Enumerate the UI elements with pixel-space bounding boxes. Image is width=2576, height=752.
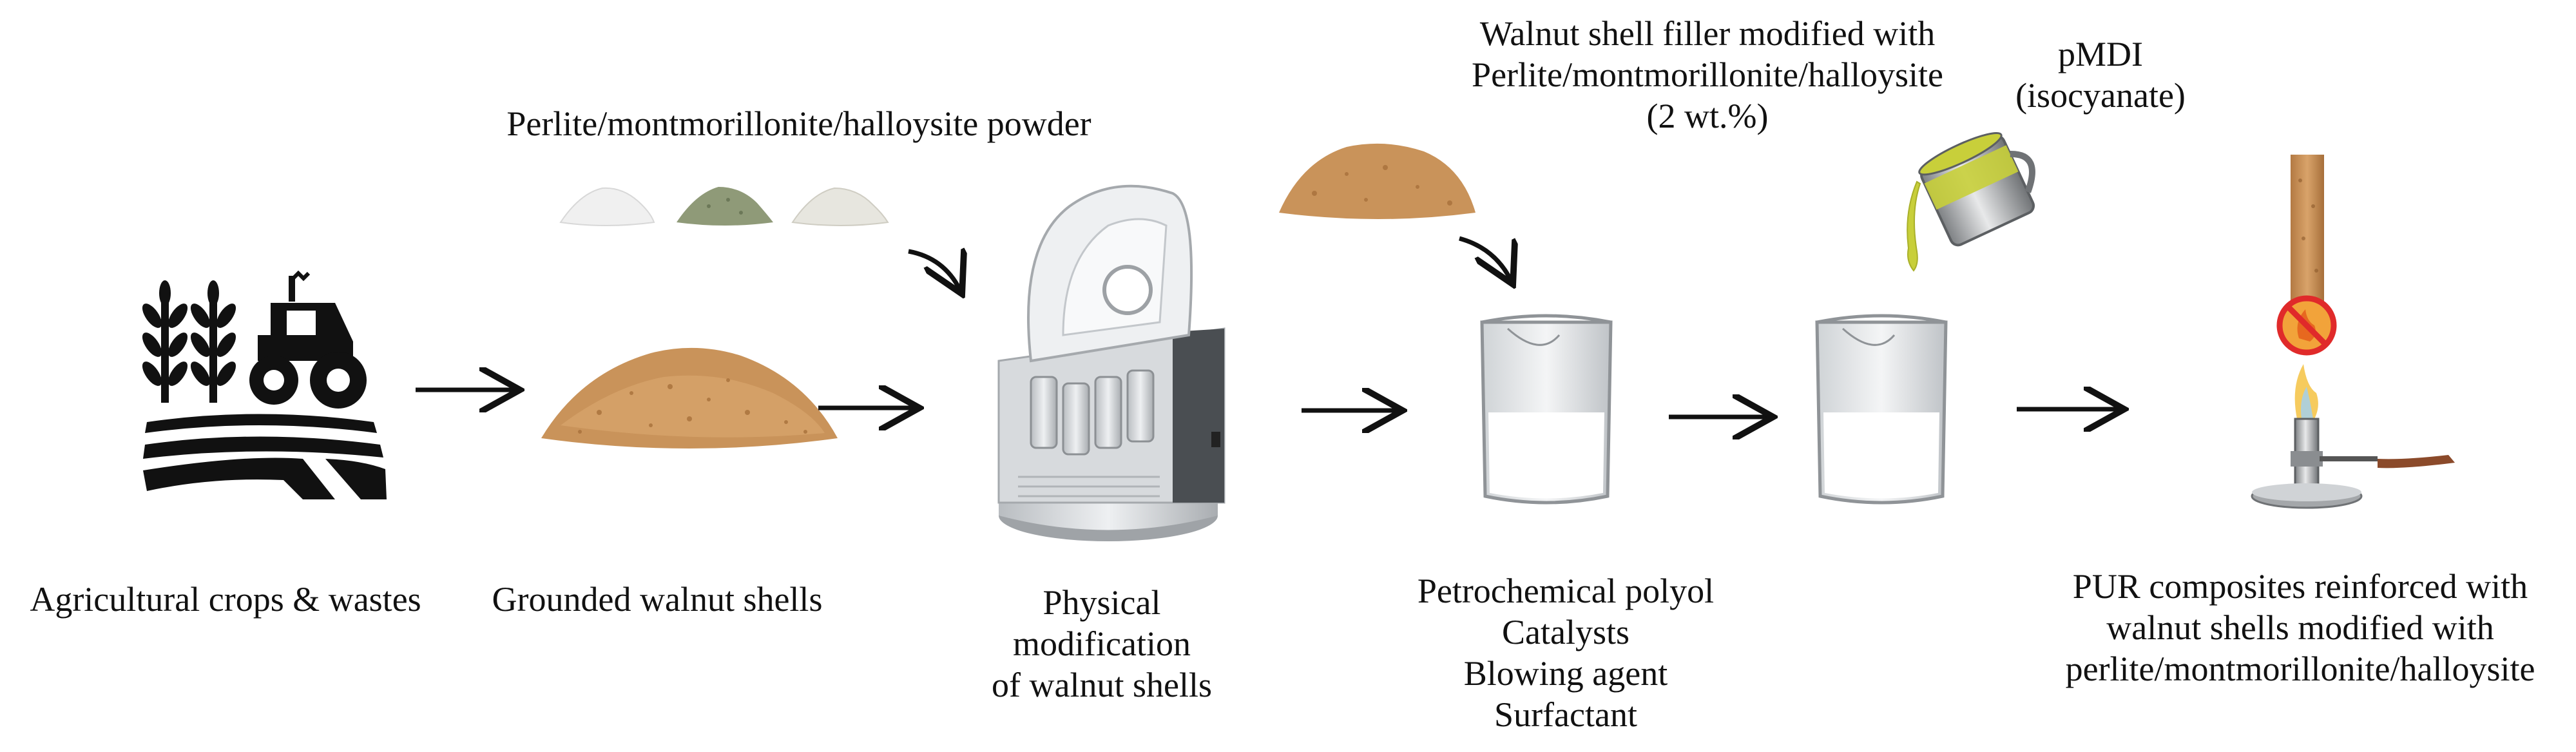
perlite-powder-pile	[559, 187, 655, 226]
walnut-shell-pile	[541, 347, 838, 448]
arrow-filler-to-beaker	[1459, 236, 1511, 280]
wheat-icon	[142, 280, 188, 403]
label-composites: PUR composites reinforced with walnut sh…	[2065, 567, 2535, 688]
beaker-polyol	[1480, 314, 1613, 505]
isocyanate-stream	[1907, 180, 1921, 272]
isocyanate-pouring-cup	[1907, 131, 2035, 272]
halloysite-powder-pile	[791, 187, 889, 226]
tractor-icon	[249, 270, 367, 409]
label-isocyanate: pMDI (isocyanate)	[2015, 35, 2186, 115]
label-physical: Physical modification of walnut shells	[992, 583, 1212, 704]
modified-filler-pile	[1279, 143, 1475, 219]
bunsen-burner-icon	[2251, 418, 2455, 509]
flammability-test-icon	[2251, 155, 2455, 509]
agriculture-icon	[142, 270, 387, 499]
field-icon	[143, 414, 387, 499]
no-fire-icon	[2276, 295, 2337, 356]
montmorillonite-powder-pile	[677, 187, 773, 226]
ball-mill-icon	[997, 184, 1226, 541]
beaker-mixture	[1815, 314, 1948, 505]
flow-arrows	[416, 236, 2120, 417]
powder-samples	[559, 187, 889, 226]
wheat-icon	[190, 280, 236, 403]
arrow-powder-to-mill	[908, 251, 960, 290]
grinding-jars	[1030, 369, 1155, 456]
label-powder: Perlite/montmorillonite/halloysite powde…	[506, 104, 1091, 143]
label-polyol: Petrochemical polyol Catalysts Blowing a…	[1417, 572, 1715, 734]
label-modified-filler: Walnut shell filler modified with Perlit…	[1472, 14, 1943, 135]
label-crops: Agricultural crops & wastes	[30, 580, 421, 619]
label-shells: Grounded walnut shells	[492, 580, 823, 619]
